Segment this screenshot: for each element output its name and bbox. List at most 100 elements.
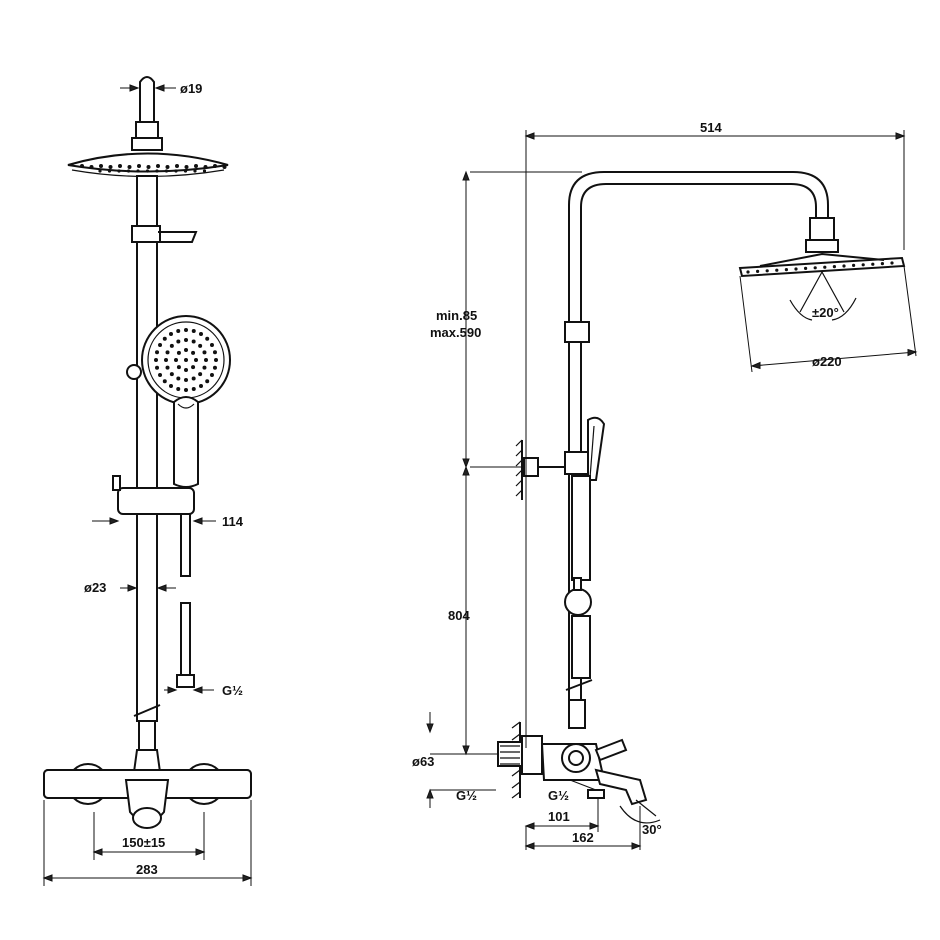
nozzle-dot xyxy=(209,373,214,377)
dim-riser-height: 804 xyxy=(448,608,470,623)
nozzle-dot xyxy=(823,265,827,269)
nozzle-dot xyxy=(832,265,837,269)
nozzle-dot xyxy=(746,270,750,274)
nozzle-dot xyxy=(169,383,173,388)
nozzle-dot xyxy=(169,332,173,337)
nozzle-dot xyxy=(183,169,188,173)
nozzle-dot xyxy=(164,169,169,173)
nozzle-dot xyxy=(174,358,178,362)
nozzle-dot xyxy=(165,365,170,370)
side-spout xyxy=(594,768,648,806)
side-arm-connector xyxy=(809,217,835,241)
nozzle-dot xyxy=(198,343,203,348)
nozzle-dot xyxy=(80,164,84,168)
nozzle-dot xyxy=(204,358,208,362)
dim-hose-thread: G½ xyxy=(222,683,243,698)
nozzle-dot xyxy=(137,164,141,168)
nozzle-dot xyxy=(117,169,121,173)
nozzle-dot xyxy=(136,169,140,173)
front-riser-rail xyxy=(136,175,158,722)
front-dimensions: ø19 114 ø23 G½ 150±15 283 xyxy=(42,81,253,886)
dim-slider-offset: 114 xyxy=(222,514,244,529)
nozzle-dot xyxy=(176,329,181,334)
side-hand-shower xyxy=(587,416,606,481)
dim-inlet-spacing: 150±15 xyxy=(122,835,165,850)
dim-head-diameter: ø220 xyxy=(812,354,842,369)
nozzle-dot xyxy=(176,386,181,391)
nozzle-dot xyxy=(184,368,188,372)
dim-inlet-thread: G½ xyxy=(456,788,477,803)
nozzle-dot xyxy=(184,348,188,352)
front-overhead-shower xyxy=(67,152,229,173)
nozzle-dot xyxy=(184,165,189,169)
nozzle-dot xyxy=(146,165,151,169)
nozzle-dot xyxy=(169,372,174,377)
front-hand-shower-nozzles xyxy=(154,328,218,392)
nozzle-dot xyxy=(98,169,102,173)
nozzle-dot xyxy=(145,169,150,173)
dim-spout-angle: 30° xyxy=(642,822,662,837)
nozzle-dot xyxy=(89,165,94,169)
nozzle-dot xyxy=(158,343,163,347)
nozzle-dot xyxy=(213,164,217,168)
dim-height-min: min.85 xyxy=(436,308,477,323)
nozzle-dot xyxy=(199,332,203,337)
nozzle-dot xyxy=(765,269,769,273)
front-shelf xyxy=(158,231,198,243)
nozzle-dot xyxy=(158,373,163,377)
nozzle-dot xyxy=(176,339,181,344)
nozzle-dot xyxy=(861,263,865,267)
nozzle-dot xyxy=(191,350,196,355)
nozzle-dot xyxy=(184,358,188,362)
dim-arm-reach: 514 xyxy=(700,120,722,135)
nozzle-dot xyxy=(191,376,196,381)
nozzle-dot xyxy=(176,376,181,381)
nozzle-dot xyxy=(202,350,207,355)
nozzle-dot xyxy=(775,268,779,272)
nozzle-dot xyxy=(169,343,174,348)
nozzle-dot xyxy=(165,350,170,355)
nozzle-dot xyxy=(205,336,210,341)
front-arm-connector xyxy=(135,121,159,139)
nozzle-dot xyxy=(756,269,760,273)
nozzle-dot xyxy=(184,388,188,392)
nozzle-dot xyxy=(804,266,808,270)
nozzle-dot xyxy=(191,386,196,391)
front-hose-upper xyxy=(180,513,191,577)
nozzle-dot xyxy=(202,169,207,173)
nozzle-dot xyxy=(813,266,817,270)
nozzle-dot xyxy=(784,268,789,272)
side-diverter-lever xyxy=(594,738,628,762)
front-overhead-nozzles xyxy=(80,164,227,173)
nozzle-dot xyxy=(194,358,198,362)
front-view: ø19 114 ø23 G½ 150±15 283 xyxy=(42,76,253,886)
nozzle-dot xyxy=(174,169,178,173)
front-hand-shower-grip xyxy=(173,396,199,488)
front-hose-lower xyxy=(180,602,191,676)
dim-height-max: max.590 xyxy=(430,325,481,340)
nozzle-dot xyxy=(890,261,894,265)
nozzle-dot xyxy=(162,336,167,341)
nozzle-dot xyxy=(154,358,158,362)
dim-outlet-thread: G½ xyxy=(548,788,569,803)
front-slider xyxy=(117,487,195,515)
nozzle-dot xyxy=(127,165,132,169)
nozzle-dot xyxy=(155,365,160,370)
nozzle-dot xyxy=(205,379,210,384)
nozzle-dot xyxy=(118,164,122,168)
nozzle-dot xyxy=(880,262,885,266)
nozzle-dot xyxy=(108,165,113,169)
nozzle-dot xyxy=(199,383,203,388)
nozzle-dot xyxy=(164,358,168,362)
nozzle-dot xyxy=(162,379,167,384)
nozzle-dot xyxy=(198,372,203,377)
nozzle-dot xyxy=(191,329,196,334)
side-overhead-nozzles xyxy=(746,261,894,274)
nozzle-dot xyxy=(193,169,197,173)
dim-tilt-angle: ±20° xyxy=(812,305,839,320)
side-hose xyxy=(571,475,591,581)
nozzle-dot xyxy=(209,343,214,347)
dim-spout-offset: 101 xyxy=(548,809,570,824)
side-riser-collar xyxy=(564,321,590,343)
